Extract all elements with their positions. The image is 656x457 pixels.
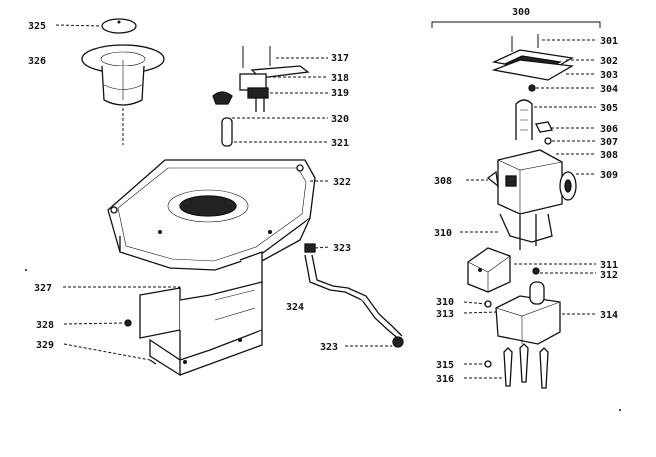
part-328-screw (124, 319, 132, 327)
part-321-pin (221, 117, 233, 147)
part-329-screw (149, 359, 157, 365)
label-319: 319 (331, 88, 349, 99)
part-317-320-valve (212, 46, 310, 112)
label-300: 300 (512, 7, 530, 18)
label-322: 322 (333, 177, 351, 188)
leader-328 (63, 322, 125, 325)
part-308-309-motor (486, 149, 577, 215)
label-314: 314 (600, 310, 618, 321)
part-313-314-body (484, 281, 561, 345)
part-305-rod (515, 99, 533, 140)
label-301: 301 (600, 36, 618, 47)
leader-310b (463, 301, 487, 305)
label-320: 320 (331, 114, 349, 125)
label-318: 318 (331, 73, 349, 84)
label-306: 306 (600, 124, 618, 135)
part-304-washer (528, 84, 536, 92)
label-312: 312 (600, 270, 618, 281)
label-303: 303 (600, 70, 618, 81)
label-317: 317 (331, 53, 349, 64)
label-315: 315 (436, 360, 454, 371)
label-323-upper: 323 (333, 243, 351, 254)
label-316: 316 (436, 374, 454, 385)
label-311: 311 (600, 260, 618, 271)
leader-325 (55, 24, 101, 27)
label-302: 302 (600, 56, 618, 67)
part-307-nut (544, 137, 552, 145)
part-324-hose (304, 243, 404, 348)
group-bracket-300 (431, 21, 601, 28)
stray-mark-left (25, 269, 27, 271)
label-309: 309 (600, 170, 618, 181)
part-311-pump (467, 247, 511, 293)
label-304: 304 (600, 84, 618, 95)
label-308: 308 (600, 150, 618, 161)
part-301-screws (511, 34, 539, 52)
label-308-left: 308 (434, 176, 452, 187)
part-325-cap (101, 18, 137, 34)
label-310-upper: 310 (434, 228, 452, 239)
stray-mark (619, 409, 621, 411)
part-326-funnel (81, 44, 165, 106)
part-306-clip (535, 121, 553, 133)
label-313: 313 (436, 309, 454, 320)
part-312-screw (532, 267, 540, 275)
leader-323a (314, 246, 331, 249)
part-linkage (499, 213, 553, 250)
part-322-tub (107, 159, 316, 271)
label-326: 326 (28, 56, 46, 67)
label-324: 324 (286, 302, 304, 313)
label-307: 307 (600, 137, 618, 148)
label-329: 329 (36, 340, 54, 351)
label-305: 305 (600, 103, 618, 114)
leader-313 (463, 311, 497, 314)
part-327-bracket (139, 251, 263, 377)
part-315-316-pins (484, 343, 549, 389)
label-328: 328 (36, 320, 54, 331)
part-302-303-plates (491, 49, 575, 81)
leader-329 (63, 343, 151, 361)
label-323-lower: 323 (320, 342, 338, 353)
label-327: 327 (34, 283, 52, 294)
label-321: 321 (331, 138, 349, 149)
label-310-lower: 310 (436, 297, 454, 308)
label-325: 325 (28, 21, 46, 32)
